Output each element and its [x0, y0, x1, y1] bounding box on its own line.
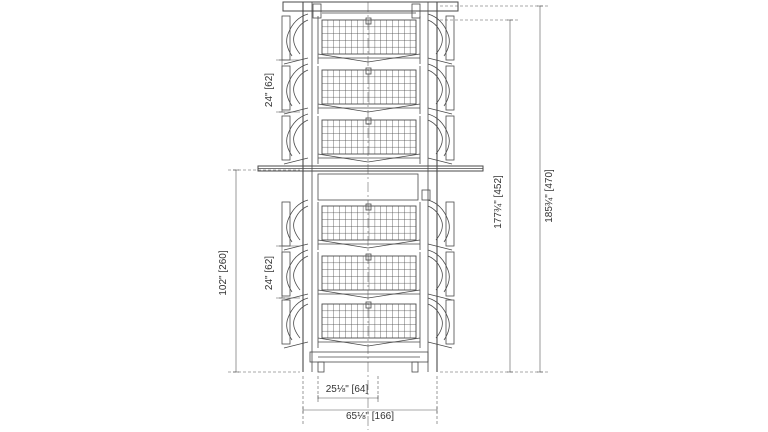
arm-link [427, 341, 453, 349]
upper-bay-1 [281, 13, 455, 65]
arm-link [427, 243, 453, 251]
arm-link [283, 243, 309, 251]
arm-link [427, 293, 453, 301]
arm-link [427, 57, 453, 65]
arm-link [427, 107, 453, 115]
arm-link [283, 57, 309, 65]
arm-link [283, 107, 309, 115]
right-foot [411, 361, 419, 373]
arm-link [427, 157, 453, 165]
mesh-panel-u3 [321, 119, 417, 155]
arm-curve [427, 249, 450, 293]
arm-curve [427, 19, 443, 55]
upper-height-label: 177¾" [452] [493, 175, 504, 229]
arm-curve [427, 63, 450, 107]
center-clip [365, 301, 372, 309]
arm-post [445, 115, 455, 161]
right-arm-l3 [427, 297, 455, 349]
left-arm-l3 [281, 297, 309, 349]
top-bracket-right [411, 3, 421, 19]
upper-bay-spacing-label: 24" [62] [264, 73, 275, 107]
center-clip [365, 203, 372, 211]
arm-post [445, 299, 455, 345]
top-cap [282, 1, 459, 12]
left-arm-l2 [281, 249, 309, 301]
left-arm-u3 [281, 113, 309, 165]
base-frame [309, 351, 429, 363]
arm-post [281, 115, 291, 161]
arm-curve [293, 205, 309, 241]
center-clip [365, 17, 372, 25]
arm-curve [293, 303, 309, 339]
left-arm-u2 [281, 63, 309, 115]
upper-bay-3 [281, 113, 455, 165]
arm-curve [427, 119, 443, 155]
left-arm-l1 [281, 199, 309, 251]
inner-width-label: 25⅛" [64] [326, 384, 369, 395]
lower-height-label: 102" [260] [218, 250, 229, 295]
total-height-label: 185¾" [470] [544, 169, 555, 223]
arm-curve [427, 113, 450, 157]
arm-curve [286, 63, 309, 107]
spacer-bracket [421, 189, 431, 201]
left-arm-u1 [281, 13, 309, 65]
mesh-panel-u1 [321, 19, 417, 55]
center-clip [365, 253, 372, 261]
top-bracket-left [312, 3, 322, 19]
arm-curve [293, 19, 309, 55]
right-arm-l1 [427, 199, 455, 251]
arm-curve [427, 69, 443, 105]
arm-post [281, 65, 291, 111]
mesh-panel-u2 [321, 69, 417, 105]
arm-post [281, 201, 291, 247]
mesh-panel-l1 [321, 205, 417, 241]
lower-bay-2 [281, 249, 455, 301]
arm-curve [286, 199, 309, 243]
arm-curve [427, 13, 450, 57]
arm-curve [286, 249, 309, 293]
arm-curve [293, 119, 309, 155]
right-arm-u3 [427, 113, 455, 165]
left-foot [317, 361, 325, 373]
arm-link [283, 341, 309, 349]
arm-curve [286, 113, 309, 157]
arm-curve [427, 199, 450, 243]
arm-curve [293, 69, 309, 105]
arm-curve [293, 255, 309, 291]
arm-post [445, 65, 455, 111]
arm-curve [427, 303, 443, 339]
tray-chevron [317, 239, 421, 249]
lower-bay-3 [281, 297, 455, 349]
arm-post [445, 251, 455, 297]
arm-link [283, 157, 309, 165]
lower-bay-spacing-label: 24" [62] [264, 256, 275, 290]
right-arm-l2 [427, 249, 455, 301]
center-clip [365, 67, 372, 75]
center-clip [365, 117, 372, 125]
arm-curve [427, 255, 443, 291]
arm-post [445, 201, 455, 247]
mesh-panel-l2 [321, 255, 417, 291]
arm-post [445, 15, 455, 61]
upper-bay-2 [281, 63, 455, 115]
arm-curve [427, 297, 450, 341]
arm-post [281, 251, 291, 297]
overall-width-label: 65⅛" [166] [346, 411, 394, 422]
dimension-lines [228, 5, 548, 426]
tray-chevron [317, 153, 421, 163]
right-arm-u1 [427, 13, 455, 65]
lower-bay-1 [281, 199, 455, 251]
arm-curve [427, 205, 443, 241]
mesh-panel-l3 [321, 303, 417, 339]
rack-structure [257, 1, 484, 430]
arm-curve [286, 297, 309, 341]
arm-curve [286, 13, 309, 57]
right-arm-u2 [427, 63, 455, 115]
arm-post [281, 15, 291, 61]
arm-post [281, 299, 291, 345]
arm-link [283, 293, 309, 301]
